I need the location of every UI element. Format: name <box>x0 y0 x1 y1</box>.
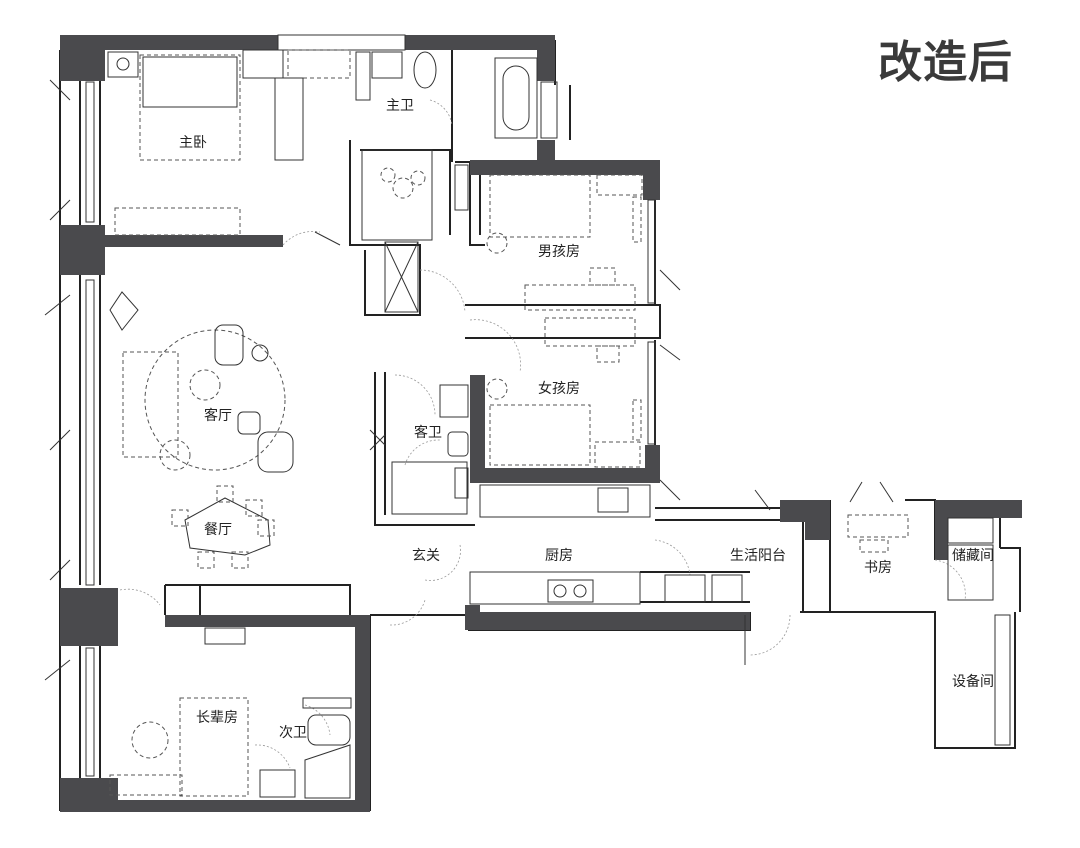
label-kitchen: 厨房 <box>545 548 573 564</box>
label-girls-room: 女孩房 <box>538 380 580 397</box>
label-entrance: 玄关 <box>412 547 440 564</box>
doors <box>119 99 966 769</box>
label-storage: 储藏间 <box>952 548 994 564</box>
room-labels: 主卧 主卫 男孩房 客厅 女孩房 客卫 餐厅 玄关 厨房 生活阳台 书房 储藏间… <box>179 98 994 741</box>
label-boys-room: 男孩房 <box>538 244 580 260</box>
label-master-bath: 主卫 <box>386 98 414 114</box>
label-study: 书房 <box>864 560 892 576</box>
label-master-bedroom: 主卧 <box>179 135 207 151</box>
label-dining: 餐厅 <box>204 522 232 538</box>
furniture <box>107 49 994 799</box>
label-living-room: 客厅 <box>204 407 232 424</box>
plan-title: 改造后 <box>878 37 1013 88</box>
label-utility-balcony: 生活阳台 <box>730 548 786 564</box>
label-second-bath: 次卫 <box>279 725 307 741</box>
label-equipment: 设备间 <box>952 673 994 690</box>
windows <box>44 34 1011 777</box>
wall-blocks <box>60 35 1022 812</box>
label-guest-bath: 客卫 <box>414 424 442 441</box>
label-elder-room: 长辈房 <box>196 710 238 726</box>
